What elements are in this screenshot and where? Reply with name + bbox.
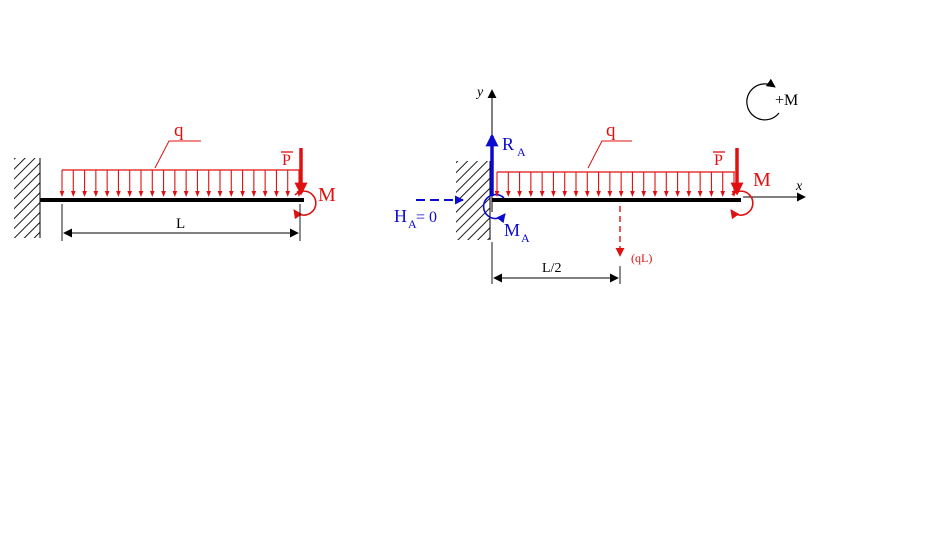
length-label: L — [176, 216, 185, 232]
reaction-symbol: R — [502, 134, 514, 154]
load-label-leader — [154, 140, 201, 169]
sign-convention: +M — [746, 78, 798, 121]
distributed-load-arrows — [494, 172, 737, 197]
horizontal-reaction-subscript: A — [408, 217, 417, 231]
right-fbd-diagram: y x R A H A = 0 M A q P M (qL) L/2 — [394, 85, 806, 284]
horizontal-reaction-symbol: H — [394, 206, 407, 226]
force-label: P — [714, 152, 723, 169]
distributed-load-arrows — [59, 170, 302, 197]
force-label: P — [282, 152, 291, 169]
sign-convention-arrow — [746, 78, 780, 121]
load-label-leader — [587, 140, 632, 169]
y-axis-label: y — [475, 85, 484, 100]
reaction-subscript: A — [517, 145, 526, 159]
half-length-label: L/2 — [542, 261, 561, 276]
moment-label: M — [753, 169, 771, 191]
x-axis-label: x — [795, 179, 803, 194]
wall-hatch — [14, 158, 40, 238]
moment-label: M — [318, 184, 336, 206]
load-label: q — [606, 120, 616, 141]
left-beam-diagram: q P M L — [14, 120, 336, 241]
load-label: q — [174, 120, 184, 141]
moment-arrow — [730, 190, 754, 220]
sign-convention-label: +M — [775, 92, 798, 109]
resultant-label: (qL) — [631, 251, 652, 265]
horizontal-reaction-value: = 0 — [416, 209, 437, 226]
support-moment-subscript: A — [521, 231, 530, 245]
moment-arrow — [293, 190, 317, 220]
support-moment-symbol: M — [504, 220, 520, 240]
